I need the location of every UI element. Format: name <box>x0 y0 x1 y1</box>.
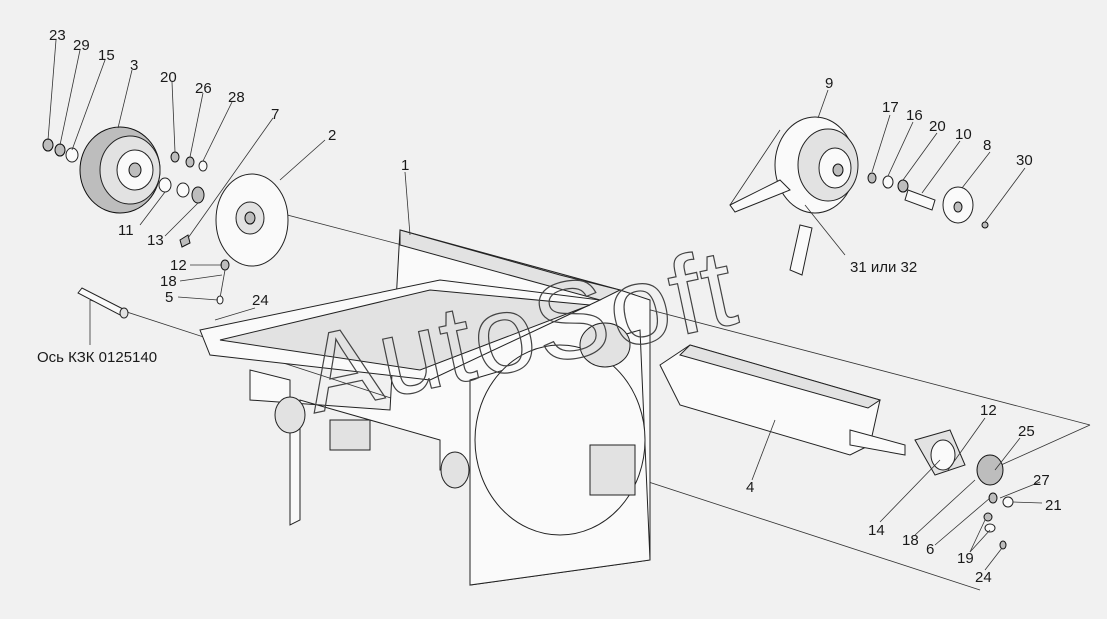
label-9: 9 <box>825 75 833 92</box>
label-14: 14 <box>868 522 885 539</box>
label-27: 27 <box>1033 472 1050 489</box>
label-1: 1 <box>401 157 409 174</box>
label-7: 7 <box>271 106 279 123</box>
label-11: 11 <box>118 222 134 239</box>
label-5: 5 <box>165 289 173 306</box>
leader-lines <box>47 39 1043 571</box>
label-28: 28 <box>228 89 245 106</box>
label-20-right: 20 <box>929 118 946 135</box>
label-17: 17 <box>882 99 899 116</box>
label-20-left: 20 <box>160 69 177 86</box>
pulley-part-9 <box>729 116 859 276</box>
label-29: 29 <box>73 37 90 54</box>
label-23: 23 <box>49 27 66 44</box>
label-24-left: 24 <box>252 292 269 309</box>
pulley-part-3 <box>79 126 161 214</box>
label-2: 2 <box>328 127 336 144</box>
label-10: 10 <box>955 126 972 143</box>
label-25: 25 <box>1018 423 1035 440</box>
label-31-or-32: 31 или 32 <box>850 259 917 276</box>
label-19: 19 <box>957 550 974 567</box>
label-13: 13 <box>147 232 164 249</box>
sensor-parts <box>179 234 230 305</box>
label-18-right: 18 <box>902 532 919 549</box>
label-12-left: 12 <box>170 257 187 274</box>
label-3: 3 <box>130 57 138 74</box>
label-24-right: 24 <box>975 569 992 586</box>
label-16: 16 <box>906 107 923 124</box>
label-6: 6 <box>926 541 934 558</box>
frame-part-1 <box>199 229 651 586</box>
part-labels: 23 29 15 3 20 26 28 7 2 1 11 13 12 18 5 … <box>37 27 1062 586</box>
label-4: 4 <box>746 479 754 496</box>
beater-part-4 <box>659 344 906 456</box>
washers-right <box>867 172 989 229</box>
label-21: 21 <box>1045 497 1062 514</box>
label-15: 15 <box>98 47 115 64</box>
label-12-right: 12 <box>980 402 997 419</box>
disc-part-2 <box>215 173 289 267</box>
label-18-left: 18 <box>160 273 177 290</box>
label-30: 30 <box>1016 152 1033 169</box>
label-8: 8 <box>983 137 991 154</box>
label-26: 26 <box>195 80 212 97</box>
axis-label: Ось КЗК 0125140 <box>37 349 157 366</box>
axis-shaft <box>77 287 129 319</box>
